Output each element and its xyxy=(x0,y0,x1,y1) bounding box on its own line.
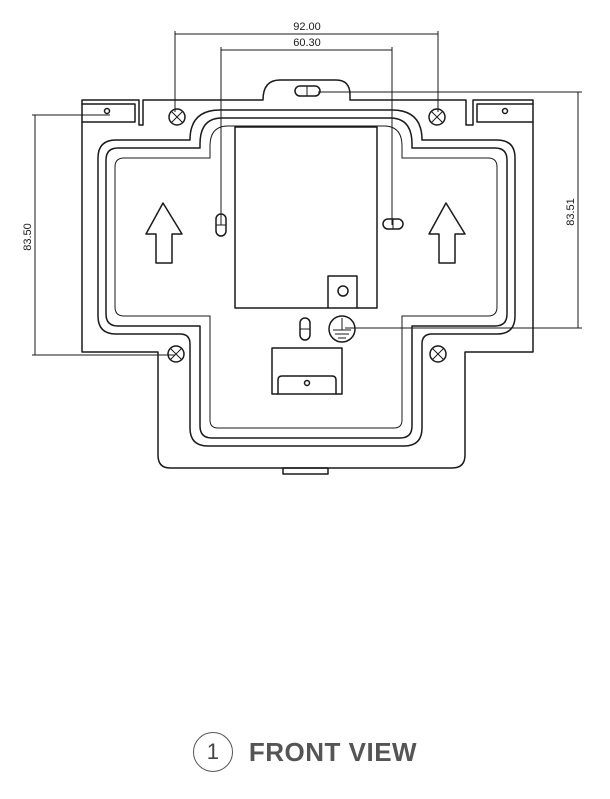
dimension-outer-hole-spacing: 92.00 xyxy=(174,21,439,112)
view-title: FRONT VIEW xyxy=(248,736,418,767)
mounting-plate-outline xyxy=(81,79,534,469)
screw-hole-icon xyxy=(429,345,447,363)
bottom-nub xyxy=(282,467,329,475)
dimension-label-right: 83.51 xyxy=(565,198,577,226)
dimension-label-left: 83.50 xyxy=(22,223,34,251)
cross-frame-inner xyxy=(105,117,508,439)
screw-hole-icon xyxy=(167,345,185,363)
cross-frame-rim xyxy=(114,125,498,429)
screw-hole-icon xyxy=(428,108,446,126)
dimension-left-height: 83.50 xyxy=(22,114,175,356)
right-side-tab xyxy=(476,103,534,123)
left-side-tab xyxy=(81,103,136,123)
central-plate xyxy=(234,126,378,309)
up-arrow-icon xyxy=(428,202,466,264)
bottom-clip xyxy=(271,347,343,395)
dimension-right-height: 83.51 xyxy=(318,91,582,329)
dimension-label-inner: 60.30 xyxy=(293,37,321,49)
dimension-inner-hole-spacing: 60.30 xyxy=(220,37,393,225)
ground-bracket xyxy=(327,275,358,309)
view-caption: 1 FRONT VIEW xyxy=(0,722,610,782)
screw-hole-icon xyxy=(168,108,186,126)
cross-frame-outer xyxy=(97,109,516,447)
up-arrow-icon xyxy=(145,202,183,264)
dimension-label-outer: 92.00 xyxy=(293,21,321,33)
ground-symbol-icon xyxy=(328,315,356,343)
view-number-badge: 1 xyxy=(192,732,233,772)
